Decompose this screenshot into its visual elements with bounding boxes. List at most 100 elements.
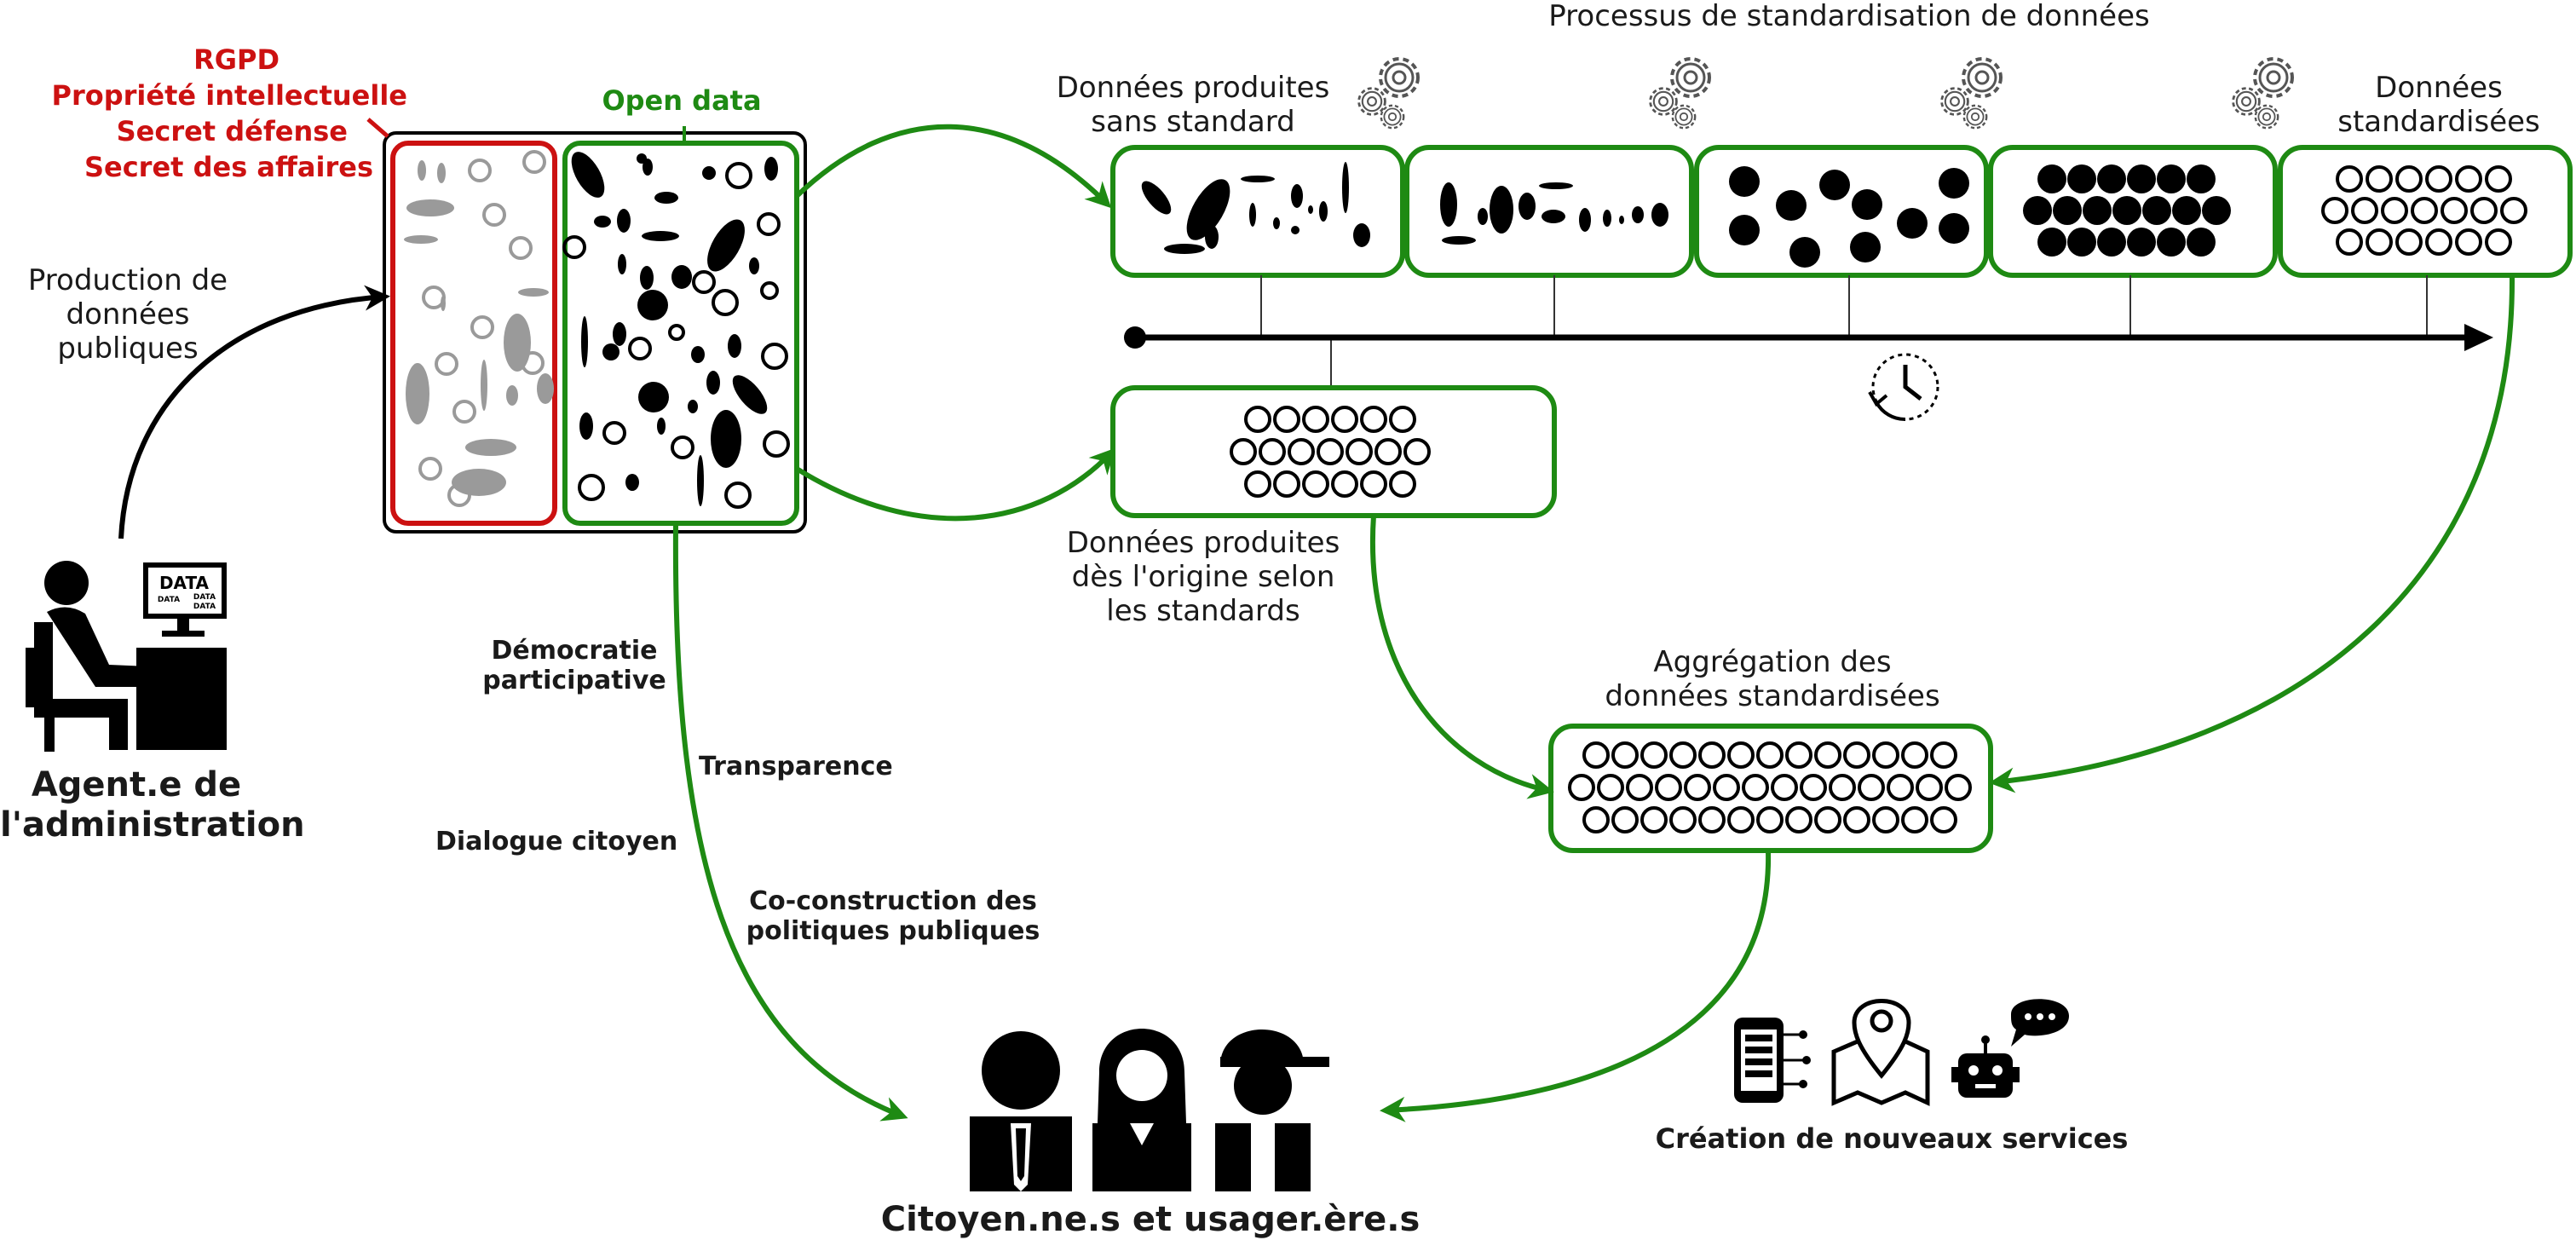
aggregation-shape bbox=[1785, 806, 1812, 833]
origin-standard-shape bbox=[1331, 406, 1358, 433]
aggregation-shape bbox=[1829, 774, 1856, 801]
restricted-item-business: Secret des affaires bbox=[84, 151, 373, 183]
stage-1-shape bbox=[1164, 244, 1205, 254]
gear-icon bbox=[1359, 59, 1418, 128]
stage-4-shape bbox=[2037, 164, 2066, 193]
open-data-shape bbox=[692, 270, 716, 294]
restricted-data-shape bbox=[470, 315, 494, 339]
stage-1-shape bbox=[1141, 181, 1172, 215]
stage-4-shape bbox=[2083, 196, 2112, 225]
stage-4-shape bbox=[2127, 228, 2156, 257]
open-data-shape bbox=[763, 430, 790, 458]
stage-5-shape bbox=[2336, 228, 2363, 256]
stage-5-shape bbox=[2381, 197, 2408, 224]
agent-icon bbox=[26, 561, 227, 752]
open-data-shape bbox=[732, 375, 768, 414]
restricted-item-ip: Propriété intellectuelle bbox=[51, 79, 408, 112]
restricted-data-shape bbox=[406, 199, 454, 216]
open-data-shape bbox=[757, 212, 781, 236]
stage-data-shapes bbox=[1141, 162, 2527, 268]
stage-2-shape bbox=[1603, 210, 1611, 227]
standardisation-stages bbox=[1110, 145, 2573, 278]
origin-standard-shape bbox=[1288, 438, 1315, 465]
stage-4-shape bbox=[2202, 196, 2231, 225]
open-data-shape bbox=[761, 343, 788, 370]
open-data-shape bbox=[562, 235, 586, 259]
open-data-shape bbox=[671, 435, 694, 459]
stage-3-shape bbox=[1776, 190, 1807, 221]
benefit-citizen-dialogue: Dialogue citoyen bbox=[435, 827, 678, 856]
aggregation-shape bbox=[1684, 774, 1711, 801]
stage-5-shape bbox=[2485, 165, 2512, 193]
origin-standard-shape bbox=[1273, 406, 1300, 433]
stage-5-shape bbox=[2455, 165, 2482, 193]
origin-standard-shapes bbox=[1230, 406, 1431, 498]
open-data-shape bbox=[625, 474, 639, 491]
stage-5-shape bbox=[2455, 228, 2482, 256]
open-data-shapes bbox=[562, 152, 790, 509]
stage-2-shape bbox=[1539, 182, 1573, 189]
stage-5-shape bbox=[2425, 165, 2452, 193]
aggregation-label: Aggrégation des données standardisées bbox=[1605, 645, 1940, 713]
arrow-open-data-to-citizens bbox=[672, 522, 908, 1122]
origin-standard-shape bbox=[1259, 438, 1286, 465]
gear-icon bbox=[2233, 59, 2292, 128]
stage-5-shape bbox=[2336, 165, 2363, 193]
origin-standard-shape bbox=[1374, 438, 1402, 465]
aggregation-shape bbox=[1814, 806, 1841, 833]
origin-standard-shape bbox=[1302, 470, 1329, 498]
aggregation-shape bbox=[1930, 741, 1957, 769]
origin-standard-shape bbox=[1317, 438, 1344, 465]
open-data-shape bbox=[702, 166, 716, 180]
restricted-leader-line bbox=[366, 118, 389, 138]
stage-4-box bbox=[1988, 145, 2278, 278]
aggregation-shape bbox=[1597, 774, 1624, 801]
restricted-data-shape bbox=[418, 457, 442, 481]
origin-standard-shape bbox=[1331, 470, 1358, 498]
stage-4-shape bbox=[2097, 228, 2126, 257]
stage-2-shape bbox=[1542, 210, 1565, 223]
restricted-data-shape bbox=[468, 159, 492, 182]
stage-2-box bbox=[1404, 145, 1694, 278]
aggregation-shape bbox=[1582, 806, 1610, 833]
aggregation-shape bbox=[1843, 806, 1870, 833]
stage-4-shape bbox=[2037, 228, 2066, 257]
aggregation-shape bbox=[1568, 774, 1595, 801]
stage-4-shape bbox=[2157, 164, 2186, 193]
aggregation-shape bbox=[1843, 741, 1870, 769]
aggregation-shape bbox=[1640, 741, 1668, 769]
aggregation-shape bbox=[1611, 806, 1639, 833]
person-icon bbox=[1215, 1029, 1329, 1191]
stage-3-shape bbox=[1789, 237, 1820, 268]
stage-4-shape bbox=[2112, 196, 2141, 225]
open-data-shape bbox=[602, 421, 626, 445]
agent-label: Agent.e de l'administration bbox=[0, 765, 305, 845]
stage-2-shape bbox=[1442, 236, 1476, 245]
aggregation-shape bbox=[1742, 774, 1769, 801]
production-label: Production de données publiques bbox=[27, 263, 228, 366]
restricted-data-shape bbox=[509, 236, 533, 260]
restricted-data-shape bbox=[481, 360, 487, 411]
benefit-participatory-democracy: Démocratie participative bbox=[482, 636, 666, 696]
stage-3-shape bbox=[1819, 170, 1850, 200]
aggregation-shape bbox=[1858, 774, 1885, 801]
person-icon bbox=[1092, 1029, 1191, 1191]
stage-5-shape bbox=[2351, 197, 2378, 224]
open-data-shape bbox=[724, 482, 752, 509]
open-data-shape bbox=[711, 410, 741, 468]
stage-4-shape bbox=[2187, 164, 2216, 193]
stage-2-shape bbox=[1619, 216, 1624, 224]
origin-standard-box bbox=[1110, 385, 1557, 518]
open-data-label: Open data bbox=[602, 84, 762, 117]
open-data-shape bbox=[749, 257, 759, 274]
arrow-standardized-to-aggregation bbox=[1989, 276, 2515, 793]
stage-5-shape bbox=[2395, 228, 2423, 256]
stage-5-shape bbox=[2411, 197, 2438, 224]
open-data-shape bbox=[688, 400, 698, 413]
stage-2-shape bbox=[1440, 182, 1457, 227]
stage-3-box bbox=[1694, 145, 1989, 278]
benefit-co-construction: Co-construction des politiques publiques bbox=[746, 886, 1040, 947]
aggregation-shape bbox=[1930, 806, 1957, 833]
screen-data-small-3: DATA bbox=[193, 603, 216, 611]
